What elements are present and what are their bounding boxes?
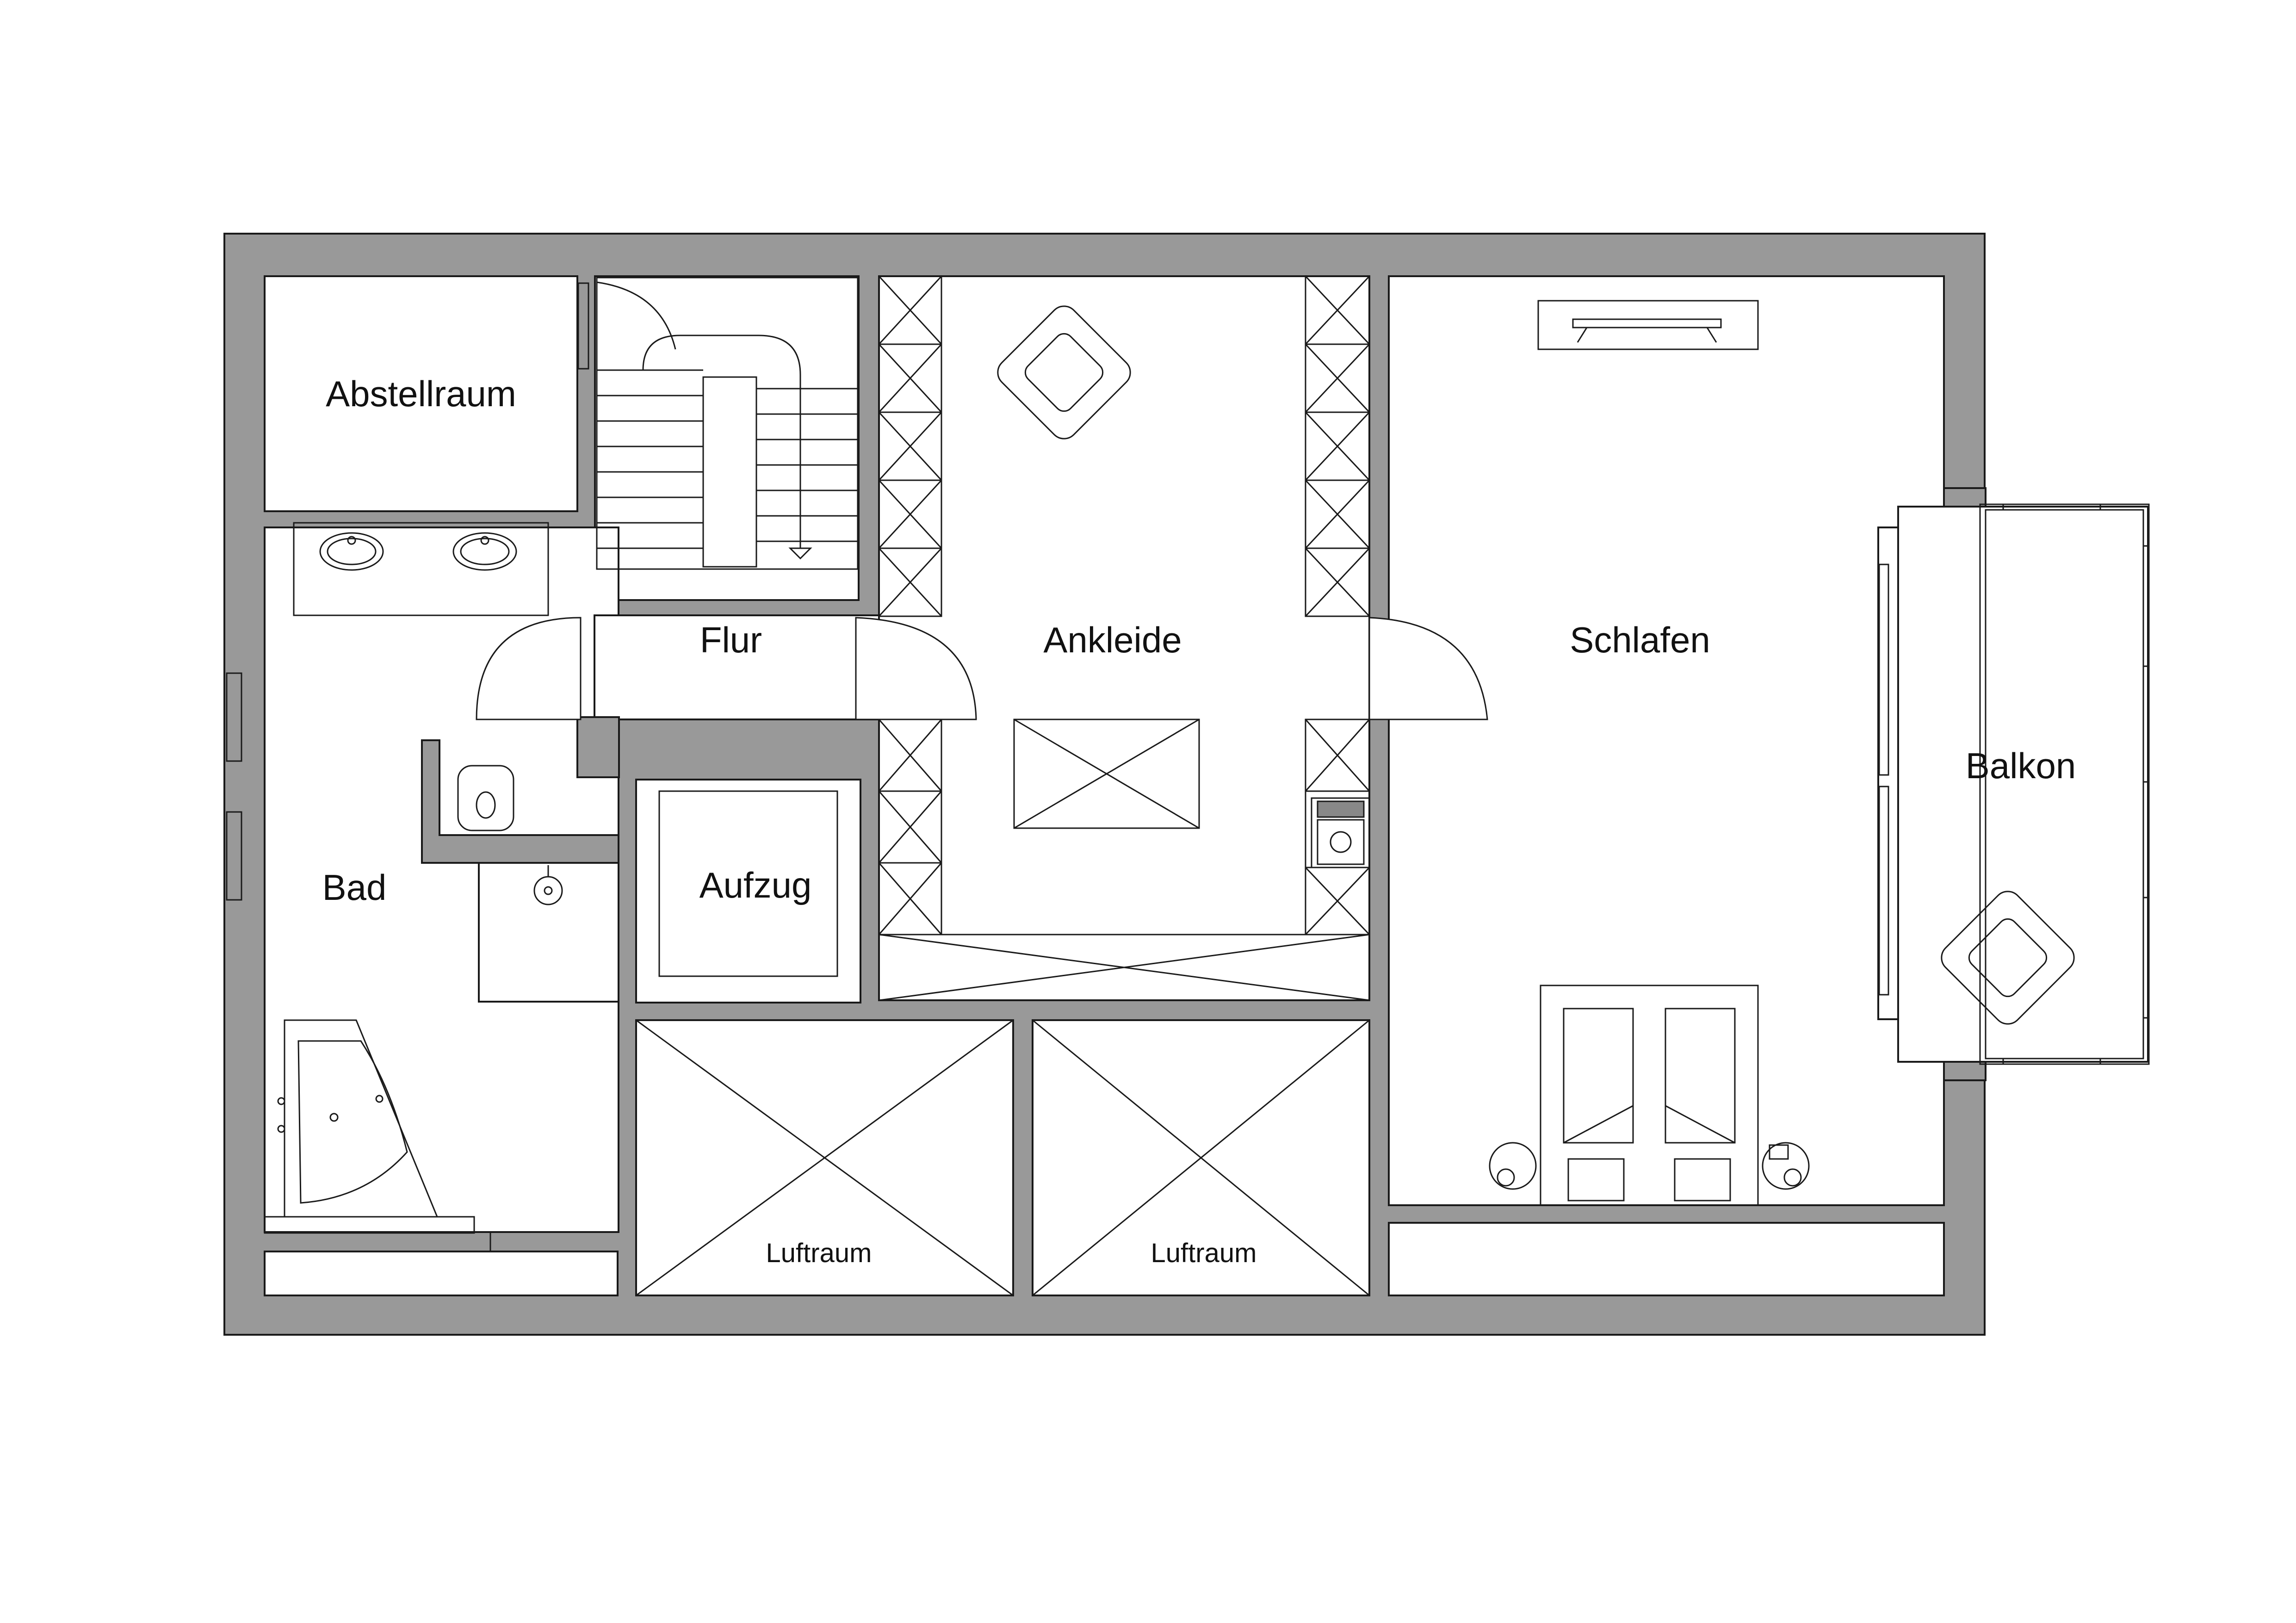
balkon-area [1897, 506, 2149, 1063]
armchair-balkon [1941, 891, 2075, 1025]
label-schlafen: Schlafen [1570, 619, 1710, 660]
aufzug-shaft-area [635, 779, 861, 1004]
label-flur: Flur [700, 619, 762, 660]
elevator [638, 779, 860, 977]
bedroom-furniture [1489, 300, 1810, 1206]
bad-storage-strip [264, 1251, 619, 1296]
label-ankleide: Ankleide [1043, 619, 1182, 660]
ankleide-area [878, 275, 1370, 1001]
staircase [577, 277, 859, 570]
room-labels: Abstellraum Flur Ankleide Schlafen Balko… [322, 373, 2076, 1268]
label-balkon: Balkon [1966, 745, 2076, 786]
flur-area [594, 614, 882, 720]
bathroom-fixtures [264, 522, 563, 1251]
label-abstellraum: Abstellraum [326, 373, 516, 414]
label-bad: Bad [322, 867, 387, 908]
bad-windows [226, 672, 242, 901]
schlafen-area [1388, 275, 1945, 1206]
bad-partitions [421, 716, 620, 1003]
washing-machine [1311, 797, 1370, 868]
label-luftraum-1: Luftraum [766, 1238, 872, 1268]
abstellraum-area [264, 275, 578, 512]
balkon-railing [1878, 503, 2150, 1065]
room-areas [264, 275, 2149, 1296]
label-aufzug: Aufzug [699, 865, 812, 905]
luftraum-crosses [636, 1019, 1370, 1296]
schlafen-storage-strip [1388, 1222, 1945, 1296]
stair-area [594, 275, 860, 601]
armchair-ankleide [997, 305, 1131, 440]
label-luftraum-2: Luftraum [1151, 1238, 1257, 1268]
doors [476, 617, 1488, 720]
